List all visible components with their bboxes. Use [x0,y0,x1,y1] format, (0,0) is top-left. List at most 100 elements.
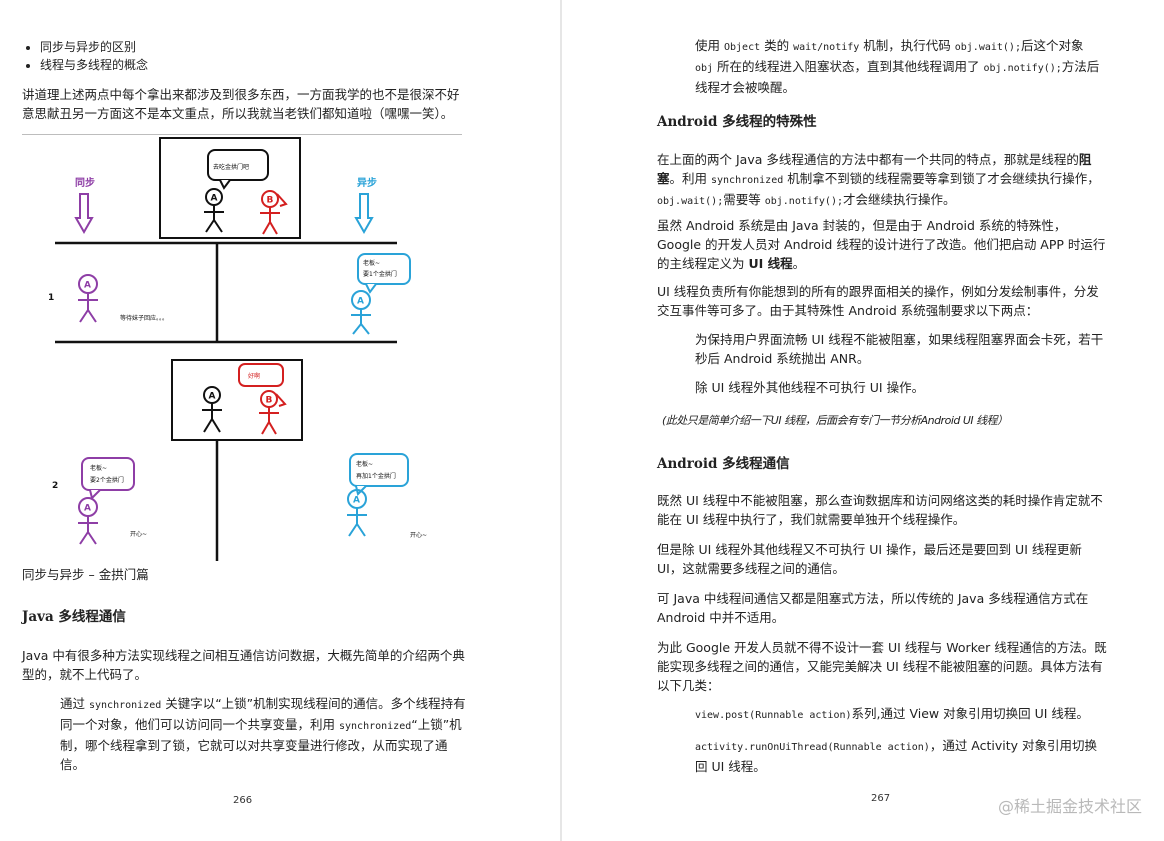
section-heading-android-comm: Android 多线程通信 [657,456,790,472]
bubble-boss2-sync-line1: 老板~ [90,464,107,472]
figure-a-row2: A [78,497,98,545]
bubble-boss2-async-line1: 老板~ [356,460,373,468]
text-run: 类的 [760,38,794,53]
code-synchronized: synchronized [88,700,162,711]
text-run: 所在的线程进入阻塞状态，直到其他线程调用了 [713,59,984,74]
bullet-item: 线程与多线程的概念 [40,56,148,74]
bubble-boss1-tail [365,283,377,294]
text-run: 关键字以“上锁”机制实现线程间的通信。多个线程持有同一个对象，他们可以访问同一个… [60,696,466,732]
text-run: 通过 [60,696,89,711]
java-paragraph-2: 通过 synchronized 关键字以“上锁”机制实现线程间的通信。多个线程持… [60,694,470,774]
arrow-down-sync-icon [74,193,94,235]
page-number: 266 [233,795,253,806]
bubble-top [207,149,269,181]
svg-text:A: A [84,281,91,291]
text-run: 需要等 [723,192,765,207]
bubble-boss2-async-line2: 再加1个金拱门 [356,472,396,480]
android-paragraph-6: 可 Java 中线程间通信又都是阻塞式方法，所以传统的 Java 多线程通信方式… [657,591,1089,625]
intro-paragraph: 讲道理上述两点中每个拿出来都涉及到很多东西，一方面我学的也不是很深不好意思献丑另… [22,87,460,121]
text-run: 系列,通过 View 对象引用切换回 UI 线程。 [851,706,1089,721]
android-paragraph-5: 但是除 UI 线程外其他线程又不可执行 UI 操作，最后还是要回到 UI 线程更… [657,542,1082,576]
sync-async-illustration: 同步 异步 去吃金拱门吧 A B [48,137,427,561]
bubble-top-text: 去吃金拱门吧 [213,163,249,171]
wait-notify-paragraph: 使用 Object 类的 wait/notify 机制，执行代码 obj.wai… [695,36,1105,97]
italic-note: (此处只是简单介绍一下UI 线程，后面会有专门一节分析Android UI 线程… [662,414,1008,427]
arrow-down-async-icon [354,193,374,235]
svg-text:A: A [211,194,218,204]
svg-text:A: A [84,504,91,514]
android-paragraph-4: 既然 UI 线程中不能被阻塞，那么查询数据库和访问网络这类的耗时操作肯定就不能在… [657,493,1103,527]
code-obj-notify: obj.notify(); [983,63,1062,74]
scene-box-top [159,137,301,239]
figure-caption: 同步与异步 – 金拱门篇 [22,567,149,582]
page-266: 同步与异步的区别 线程与多线程的概念 讲道理上述两点中每个拿出来都涉及到很多东西… [0,0,560,841]
code-wait-notify: wait/notify [793,42,860,53]
text-run: 方法后线程才会被唤醒。 [695,59,1100,95]
bold-blocking: 阻塞 [657,152,1092,186]
figure-b-top: B [260,190,288,235]
bubble-boss1-line2: 要1个金拱门 [363,270,397,278]
waiting-text: 等待妹子回应。。。 [120,314,168,322]
bubble-top-tail [219,179,231,190]
bubble-boss2-sync-line2: 要2个金拱门 [90,476,124,484]
figure-a-middle: A [202,386,222,433]
scene-box-middle [171,359,303,441]
android-paragraph-1: 在上面的两个 Java 多线程通信的方法中都有一个共同的特点，那就是线程的阻塞。… [657,150,1107,211]
java-paragraph-1: Java 中有很多种方法实现线程之间相互通信访问数据，大概先简单的介绍两个典型的… [22,648,465,682]
bubble-boss1 [357,253,411,285]
text-run: 后这个对象 [1020,38,1084,53]
bold-ui-thread: UI 线程 [748,256,793,271]
page-gutter [560,0,562,841]
bubble-boss2-async [349,453,409,487]
code-obj: obj [695,63,714,74]
figure-a-row1: A [78,274,98,323]
android-paragraph-2: 虽然 Android 系统是由 Java 封装的，但是由于 Android 系统… [657,216,1107,273]
code-synchronized: synchronized [711,175,784,186]
rule-2: 除 UI 线程外其他线程不可执行 UI 操作。 [695,380,925,395]
method-view-post: view.post(Runnable action)系列,通过 View 对象引… [695,704,1107,725]
text-run: 机制，执行代码 [859,38,955,53]
text-run: 才会继续执行操作。 [843,192,956,207]
bubble-boss2-sync-tail [89,489,101,500]
android-paragraph-3: UI 线程负责所有你能想到的所有的跟界面相关的操作，例如分发绘制事件，分发交互事… [657,284,1099,318]
rule-1: 为保持用户界面流畅 UI 线程不能被阻塞，如果线程阻塞界面会卡死，若干秒后 An… [695,332,1104,366]
code-object: Object [723,42,761,53]
row-label-2: 2 [52,481,58,491]
svg-text:B: B [267,196,274,206]
svg-text:A: A [357,297,364,307]
text-run: 机制拿不到锁的线程需要等拿到锁了才会继续执行操作， [783,171,1100,186]
bubble-ok [238,363,284,387]
watermark: @稀土掘金技术社区 [997,797,1142,816]
code-synchronized: synchronized [338,721,412,732]
section-heading-java: Java 多线程通信 [22,609,126,625]
row-label-1: 1 [48,293,54,303]
svg-text:A: A [209,392,216,402]
label-sync: 同步 [75,176,95,189]
bubble-boss1-line1: 老板~ [363,259,380,267]
bubble-ok-text: 好啊 [248,372,260,380]
happy-text-sync: 开心~ [130,531,147,538]
code-obj-wait: obj.wait(); [657,196,724,207]
figure-a-row1-async: A [351,290,371,335]
svg-text:B: B [266,396,273,406]
figure-a-top: A [204,188,224,233]
code-obj-notify: obj.notify(); [764,196,843,207]
bullet-item: 同步与异步的区别 [40,38,148,56]
code-obj-wait: obj.wait(); [954,42,1021,53]
text-run: 在上面的两个 Java 多线程通信的方法中都有一个共同的特点，那就是线程的 [657,152,1079,167]
code-view-post: view.post(Runnable action) [695,710,852,721]
text-run: 。利用 [669,171,711,186]
bubble-boss2-sync [81,457,135,491]
text-run: 使用 [695,38,724,53]
happy-text-async: 开心~ [410,532,427,539]
page-number: 267 [871,793,891,804]
divider [22,134,462,135]
text-run: “上锁”机制，哪个线程拿到了锁，它就可以对共享变量进行修改，从而实现了通信。 [60,717,462,772]
section-heading-android-special: Android 多线程的特殊性 [657,114,817,130]
bullet-list: 同步与异步的区别 线程与多线程的概念 [20,38,148,74]
figure-b-middle: B [259,390,287,435]
svg-text:A: A [353,496,360,506]
android-paragraph-7: 为此 Google 开发人员就不得不设计一套 UI 线程与 Worker 线程通… [657,640,1107,693]
label-async: 异步 [357,176,377,189]
